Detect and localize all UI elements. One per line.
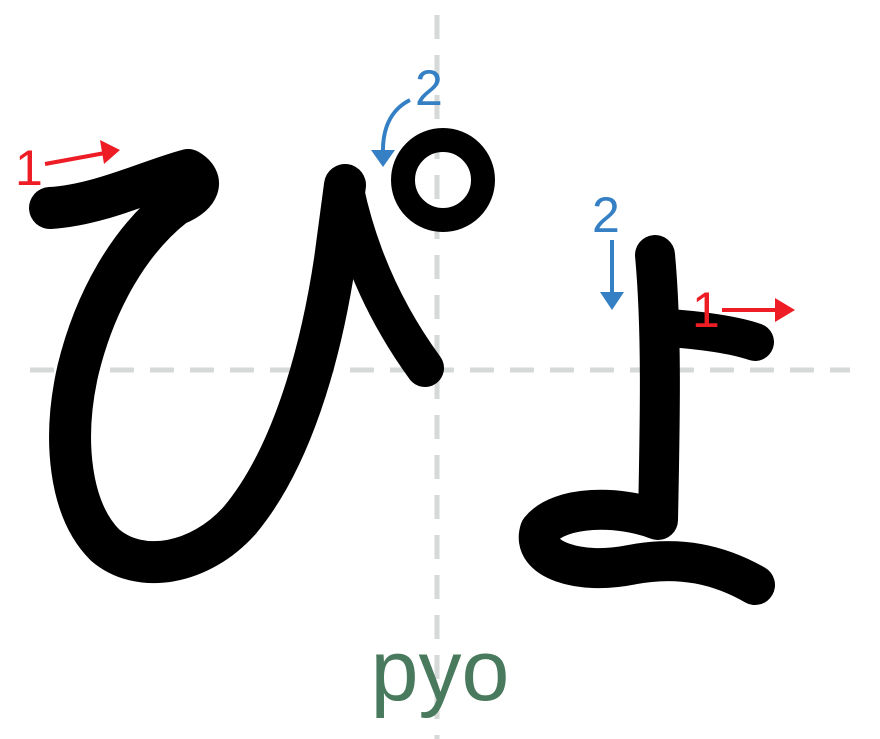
pi-arrow-2 [380, 98, 411, 156]
arrowhead-icon [100, 140, 120, 164]
pi-label-1: 1 [15, 140, 43, 196]
arrowhead-icon [600, 292, 624, 310]
arrowhead-icon [371, 150, 395, 167]
pi-label-2: 2 [415, 60, 443, 116]
kana-pi [29, 128, 495, 584]
arrowhead-icon [775, 298, 795, 322]
pi-arrow-1 [44, 151, 106, 166]
handakuten-circle [391, 128, 495, 232]
pi-stroke-1 [29, 149, 366, 584]
stroke-markers: 1 2 2 1 [15, 60, 795, 338]
yo-stroke-2 [518, 235, 775, 605]
pi-stroke-2 [326, 171, 444, 387]
yo-label-1: 1 [692, 282, 720, 338]
romaji-label: pyo [371, 623, 510, 719]
kana-yo [518, 235, 775, 605]
yo-label-2: 2 [592, 187, 620, 243]
